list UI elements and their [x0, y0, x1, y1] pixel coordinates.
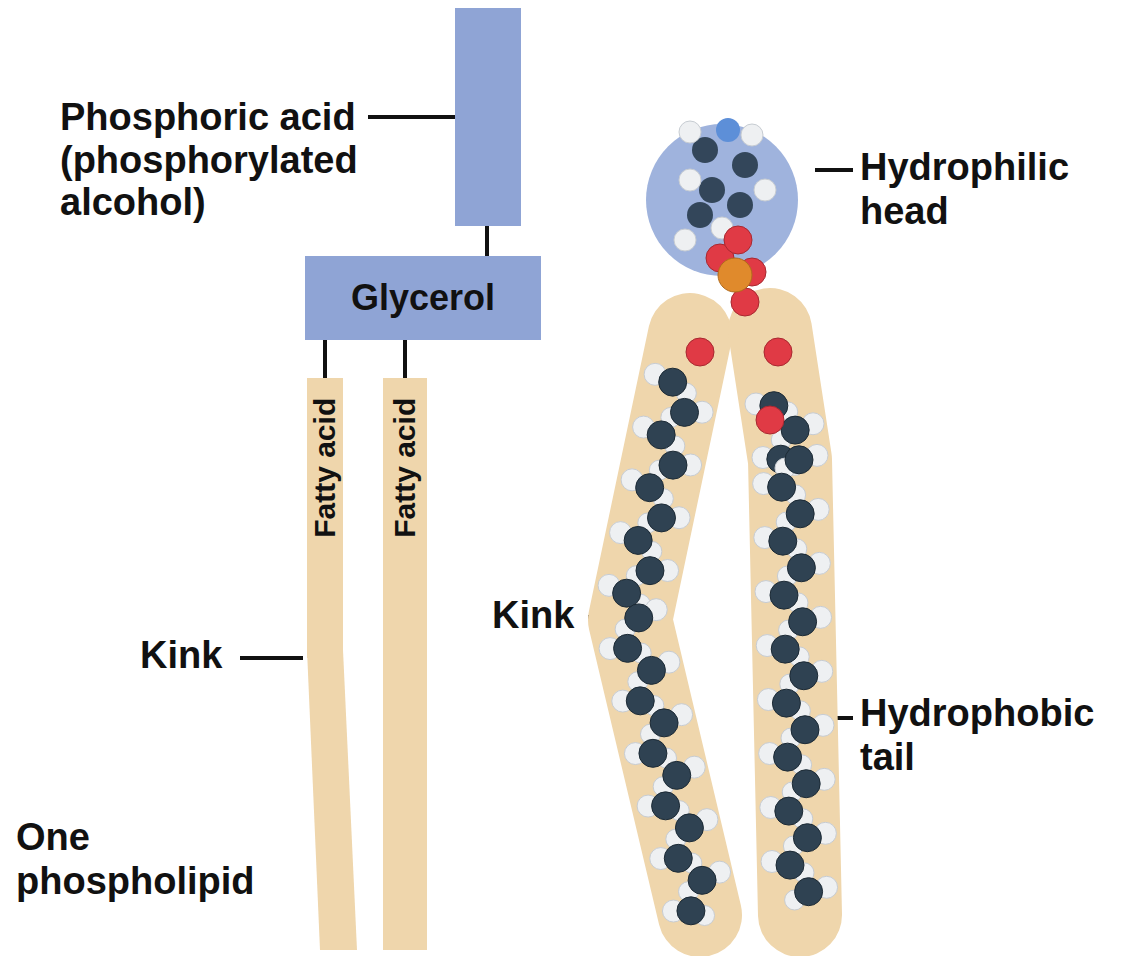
carbon-atom	[787, 554, 815, 582]
carbon-atom	[663, 761, 691, 789]
carbon-atom	[677, 897, 705, 925]
carbon-atom	[636, 474, 664, 502]
phosphate-box: Phosphoric acid (phosphorylated alcohol)	[455, 8, 521, 226]
connector	[323, 340, 327, 378]
hydrogen-atom	[679, 121, 701, 143]
hydrogen-atom	[674, 229, 696, 251]
leader-line	[815, 168, 853, 172]
part-label: Hydrophilic head	[860, 146, 1110, 233]
carbon-atom	[675, 814, 703, 842]
carbon-atom	[664, 844, 692, 872]
head-atom	[699, 177, 725, 203]
carbon-atom	[650, 709, 678, 737]
carbon-atom	[774, 743, 802, 771]
carbon-atom	[671, 398, 699, 426]
node-text: Fatty acid	[308, 398, 342, 538]
carbon-atom	[624, 526, 652, 554]
carbon-atom	[768, 473, 796, 501]
connector	[403, 340, 407, 378]
carbon-atom	[776, 851, 804, 879]
node-text: Phosphoric acid (phosphorylated alcohol)	[60, 96, 360, 224]
glycerol-box: Glycerol	[305, 256, 541, 340]
hydrogen-atom	[741, 124, 763, 146]
carbon-atom	[772, 689, 800, 717]
carbon-atom	[659, 368, 687, 396]
carbon-atom	[770, 581, 798, 609]
hydrophilic-head	[646, 124, 798, 276]
carbon-atom	[785, 446, 813, 474]
node-text: Glycerol	[305, 256, 541, 340]
leader-line	[368, 115, 455, 119]
carbon-atom	[793, 824, 821, 852]
carbon-atom	[769, 527, 797, 555]
head-atom	[727, 192, 753, 218]
carbon-atom	[625, 604, 653, 632]
carbon-atom	[781, 416, 809, 444]
carbon-atom	[639, 739, 667, 767]
head-atom	[687, 202, 713, 228]
oxygen-atom	[724, 226, 752, 254]
fatty-acid-bar-lower	[307, 650, 357, 950]
carbon-atom	[613, 579, 641, 607]
kink-label: Kink	[492, 594, 587, 638]
kink-label: Kink	[140, 634, 240, 678]
carbon-atom	[637, 656, 665, 684]
carbon-atom	[790, 662, 818, 690]
head-atom	[732, 152, 758, 178]
part-label: Hydrophobic tail	[860, 692, 1115, 779]
fatty-acid-bar: Fatty acid	[383, 378, 427, 950]
carbon-atom	[636, 557, 664, 585]
node-text: Fatty acid	[388, 398, 422, 538]
hydrogen-atom	[754, 179, 776, 201]
carbon-atom	[659, 451, 687, 479]
carbon-atom	[789, 608, 817, 636]
hydrogen-atom	[679, 169, 701, 191]
carbon-atom	[647, 421, 675, 449]
fatty-acid-bar: Fatty acid	[307, 378, 343, 658]
carbon-atom	[626, 687, 654, 715]
title-label: One phospholipid	[16, 816, 316, 903]
carbon-atom	[775, 797, 803, 825]
carbon-atom	[795, 878, 823, 906]
oxygen-atom	[764, 338, 792, 366]
carbon-atom	[791, 716, 819, 744]
atoms	[598, 118, 838, 926]
carbon-atom	[652, 792, 680, 820]
oxygen-atom	[686, 338, 714, 366]
carbon-atom	[786, 500, 814, 528]
leader-line	[240, 656, 303, 660]
carbon-atom	[792, 770, 820, 798]
head-atom	[716, 118, 740, 142]
connector	[485, 226, 489, 256]
carbon-atom	[614, 634, 642, 662]
phosphorus-atom	[718, 258, 752, 292]
carbon-atom	[647, 504, 675, 532]
oxygen-atom	[756, 406, 784, 434]
carbon-atom	[688, 866, 716, 894]
carbon-atom	[771, 635, 799, 663]
